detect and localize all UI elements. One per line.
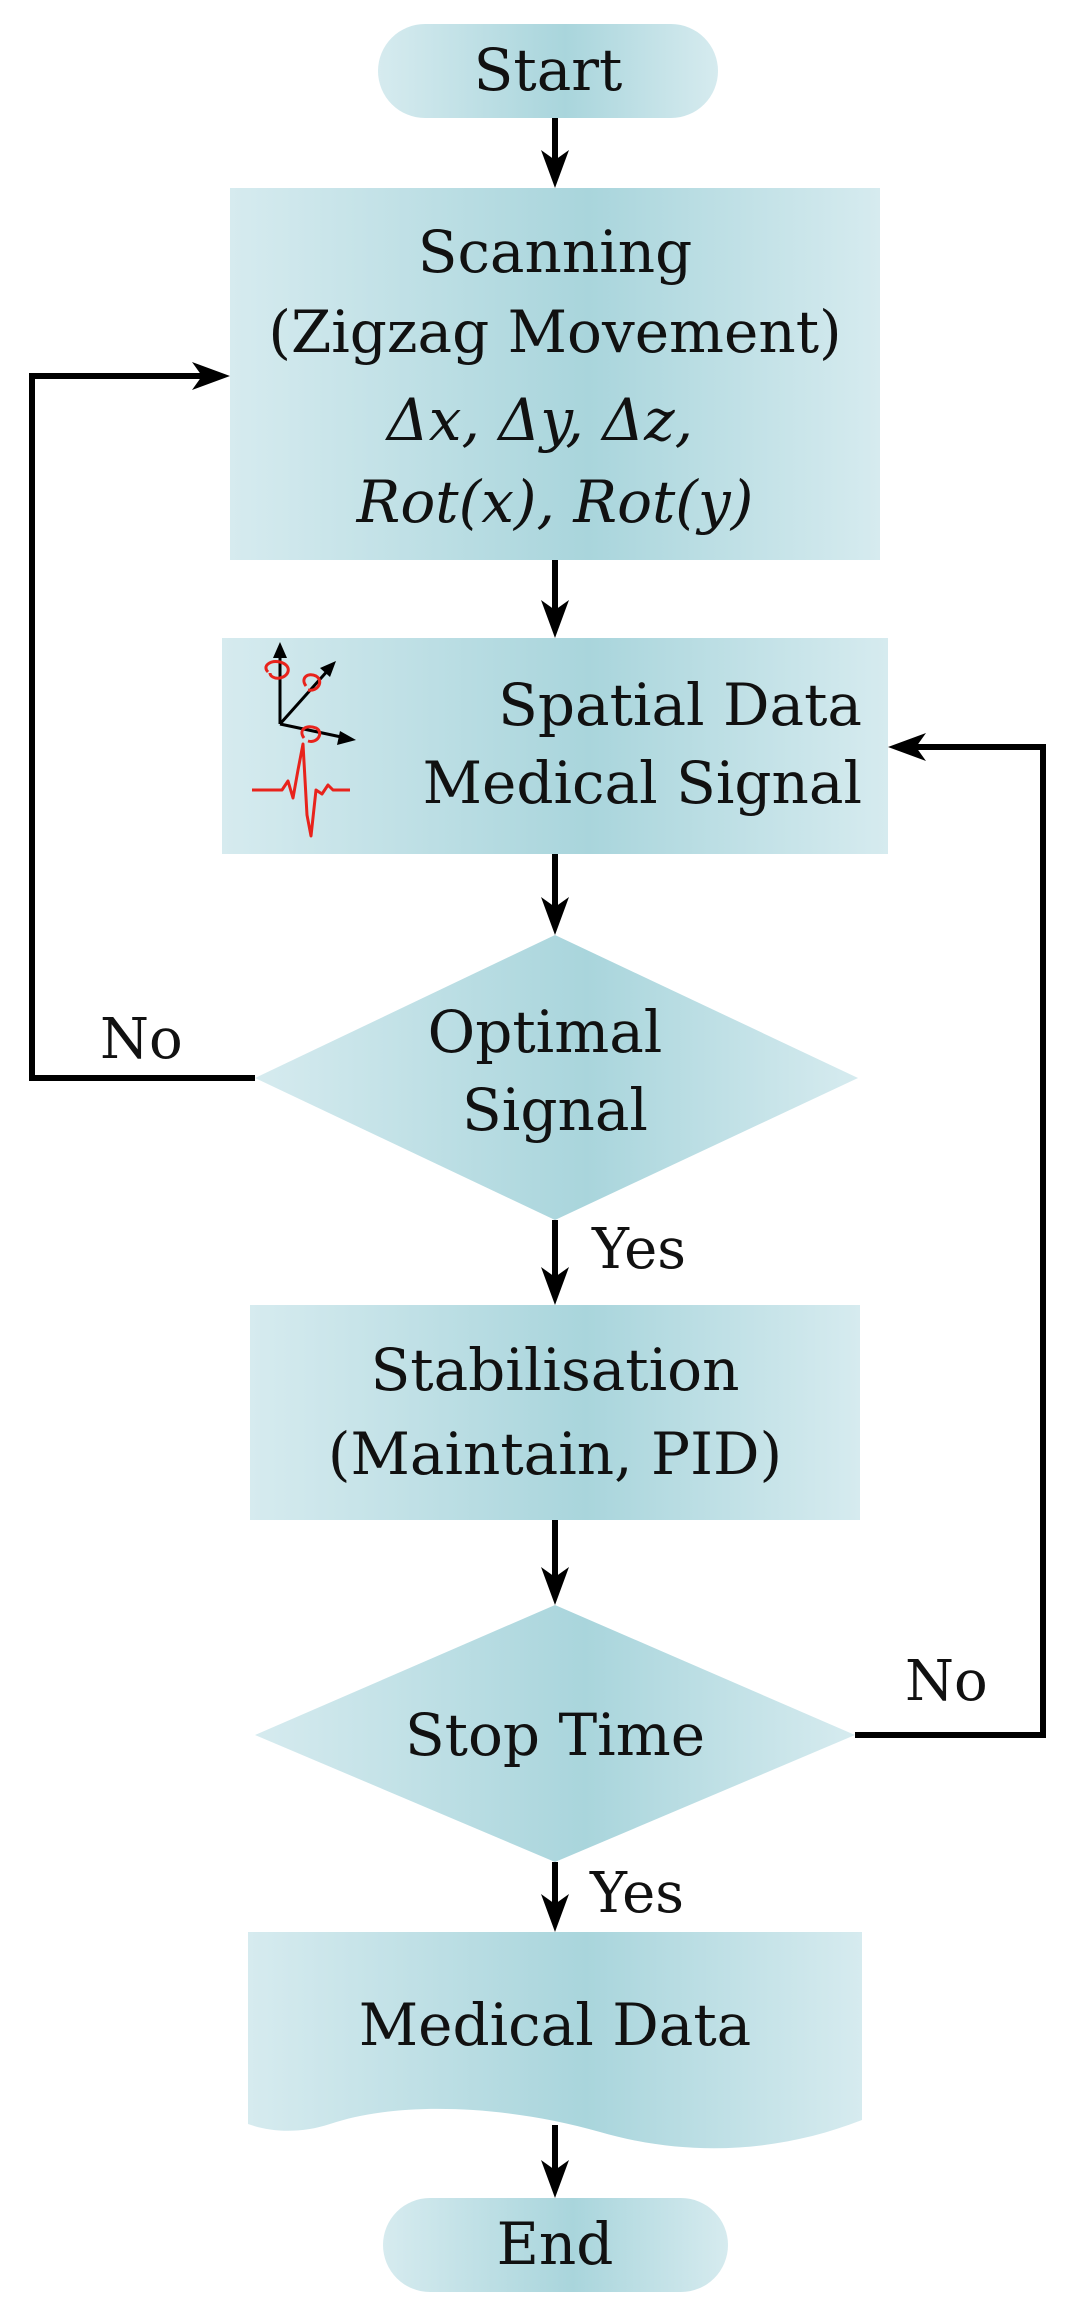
- edge-optimal-no-loop: [29, 362, 255, 1081]
- optimal-line-1: Optimal: [428, 998, 663, 1066]
- optimal-no-label: No: [100, 1007, 183, 1072]
- scanning-line-1: Scanning: [418, 218, 693, 286]
- edge-stop-to-medical: [541, 1862, 569, 1932]
- edge-start-to-scanning: [541, 118, 569, 188]
- optimal-yes-label: Yes: [591, 1217, 686, 1282]
- start-node: Start: [378, 24, 718, 118]
- edge-stabilisation-to-stop: [541, 1520, 569, 1605]
- start-label: Start: [474, 36, 623, 104]
- stop-label: Stop Time: [405, 1701, 705, 1769]
- stop-yes-label: Yes: [589, 1861, 684, 1926]
- edge-spatial-to-optimal: [541, 854, 569, 935]
- spatial-node: Spatial Data Medical Signal: [222, 638, 888, 854]
- scanning-line-2: (Zigzag Movement): [268, 298, 841, 366]
- stop-no-label: No: [905, 1649, 988, 1714]
- axes-rotation-icon: [264, 642, 356, 745]
- stabilisation-node: Stabilisation (Maintain, PID): [250, 1305, 860, 1520]
- end-label: End: [497, 2210, 614, 2278]
- ecg-signal-icon: [252, 742, 350, 838]
- scanning-line-3: Δx, Δy, Δz,: [385, 386, 693, 454]
- spatial-line-2: Medical Signal: [423, 749, 862, 817]
- optimal-signal-decision: Optimal Signal: [255, 935, 858, 1220]
- stabilisation-line-1: Stabilisation: [371, 1336, 740, 1404]
- end-node: End: [383, 2198, 728, 2292]
- optimal-line-2: Signal: [462, 1076, 648, 1144]
- scanning-line-4: Rot(x), Rot(y): [356, 468, 754, 536]
- spatial-line-1: Spatial Data: [498, 671, 862, 739]
- medical-label: Medical Data: [359, 1991, 751, 2059]
- stop-time-decision: Stop Time: [255, 1605, 855, 1862]
- edge-optimal-to-stabilisation: [541, 1220, 569, 1305]
- edge-stop-no-loop: [855, 733, 1046, 1738]
- stabilisation-line-2: (Maintain, PID): [328, 1420, 782, 1488]
- scanning-node: Scanning (Zigzag Movement) Δx, Δy, Δz, R…: [230, 188, 880, 560]
- edge-medical-to-end: [541, 2125, 569, 2198]
- medical-data-document: Medical Data: [248, 1932, 862, 2149]
- edge-scanning-to-spatial: [541, 560, 569, 638]
